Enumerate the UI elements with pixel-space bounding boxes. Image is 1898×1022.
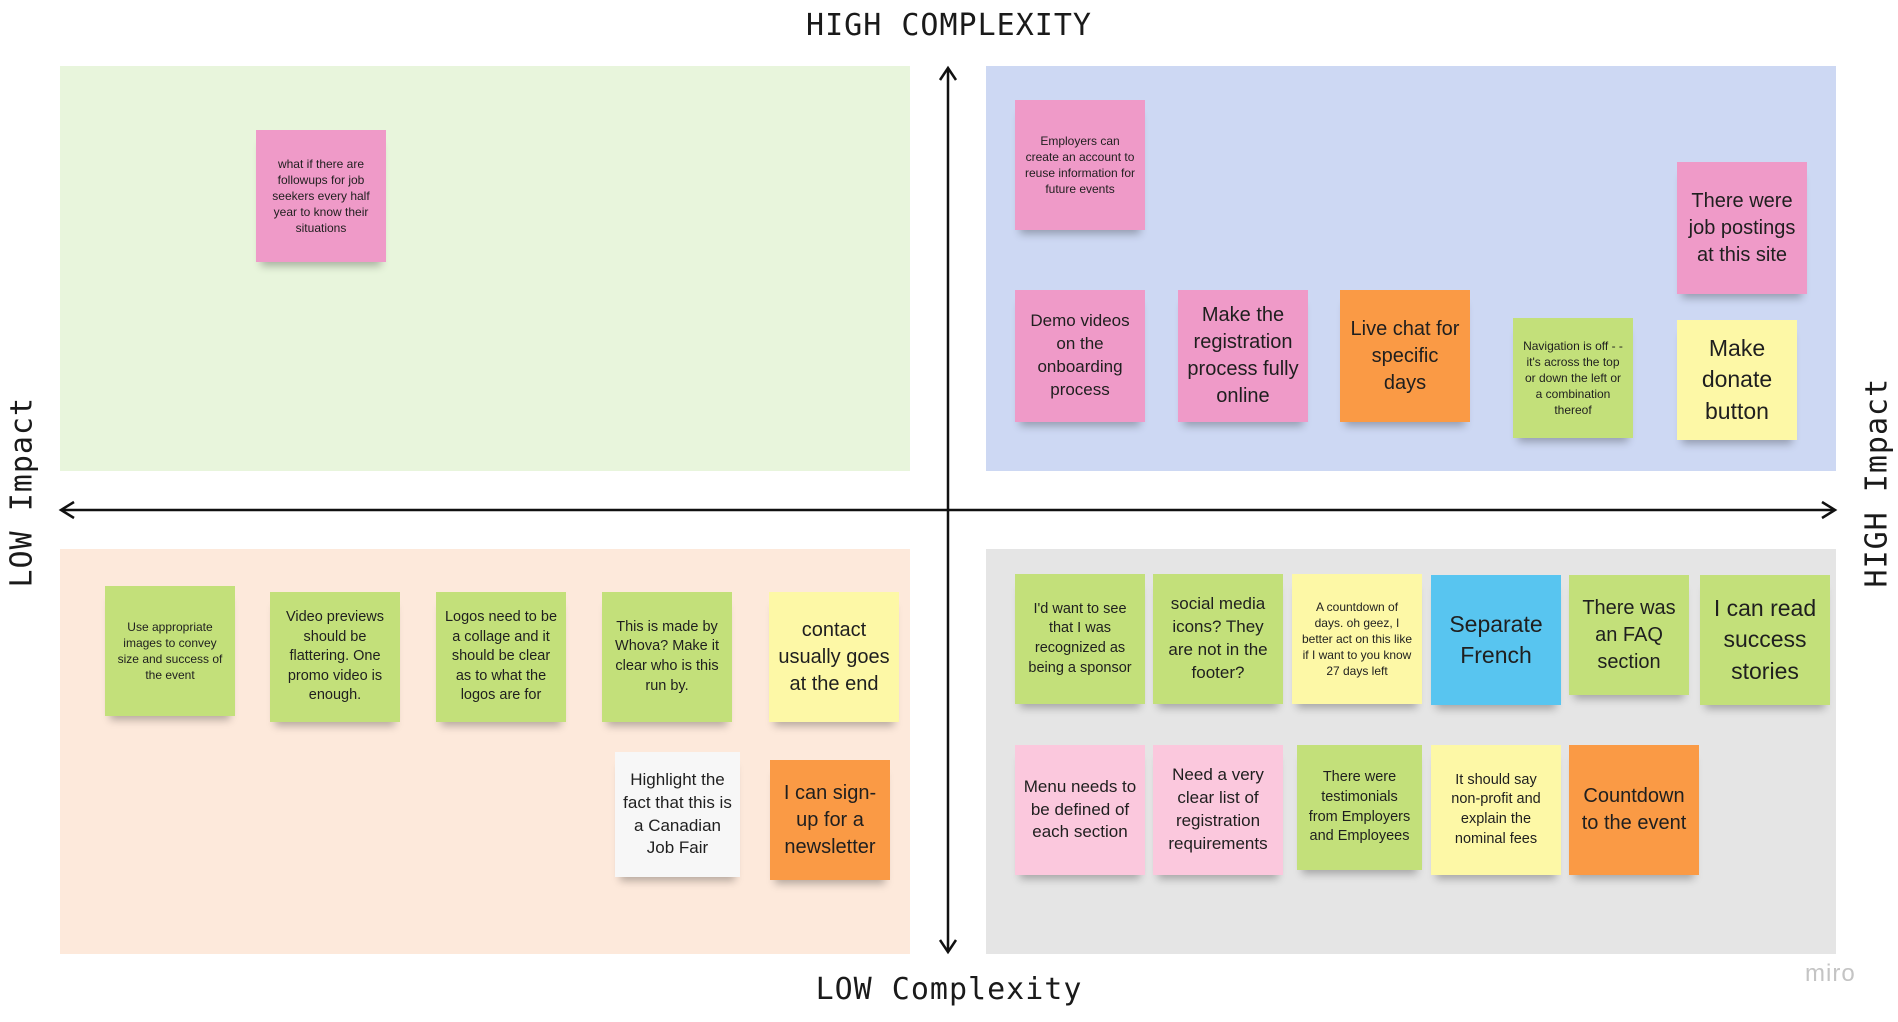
axis-label-high-complexity: HIGH COMPLEXITY: [806, 8, 1092, 43]
sticky-note[interactable]: Employers can create an account to reuse…: [1015, 100, 1145, 230]
sticky-note[interactable]: Countdown to the event: [1569, 745, 1699, 875]
sticky-note[interactable]: Use appropriate images to convey size an…: [105, 586, 235, 716]
sticky-note[interactable]: I can sign-up for a newsletter: [770, 760, 890, 880]
axis-label-low-complexity: LOW Complexity: [815, 972, 1083, 1007]
arrow-down-icon: [938, 939, 958, 955]
sticky-note[interactable]: Need a very clear list of registration r…: [1153, 745, 1283, 875]
arrow-right-icon: [1821, 500, 1838, 520]
sticky-note[interactable]: Navigation is off - - it's across the to…: [1513, 318, 1633, 438]
sticky-note[interactable]: Live chat for specific days: [1340, 290, 1470, 422]
sticky-note[interactable]: Highlight the fact that this is a Canadi…: [615, 752, 740, 877]
sticky-note[interactable]: I'd want to see that I was recognized as…: [1015, 574, 1145, 704]
sticky-note[interactable]: I can read success stories: [1700, 575, 1830, 705]
sticky-note[interactable]: social media icons? They are not in the …: [1153, 574, 1283, 704]
sticky-note[interactable]: Make donate button: [1677, 320, 1797, 440]
arrow-up-icon: [938, 65, 958, 81]
sticky-note[interactable]: Demo videos on the onboarding process: [1015, 290, 1145, 422]
sticky-note[interactable]: what if there are followups for job seek…: [256, 130, 386, 262]
sticky-note[interactable]: It should say non-profit and explain the…: [1431, 745, 1561, 875]
miro-watermark: miro: [1805, 960, 1856, 987]
sticky-note[interactable]: There was an FAQ section: [1569, 575, 1689, 695]
sticky-note[interactable]: Menu needs to be defined of each section: [1015, 745, 1145, 875]
sticky-note[interactable]: Video previews should be flattering. One…: [270, 592, 400, 722]
sticky-note[interactable]: A countdown of days. oh geez, I better a…: [1292, 574, 1422, 704]
sticky-note[interactable]: contact usually goes at the end: [769, 592, 899, 722]
sticky-note[interactable]: This is made by Whova? Make it clear who…: [602, 592, 732, 722]
quadrant-low-impact-high-complexity: [60, 66, 910, 471]
sticky-note[interactable]: Make the registration process fully onli…: [1178, 290, 1308, 422]
axis-label-low-impact: LOW Impact: [4, 396, 40, 588]
sticky-note[interactable]: Separate French: [1431, 575, 1561, 705]
sticky-note[interactable]: Logos need to be a collage and it should…: [436, 592, 566, 722]
axis-label-high-impact: HIGH Impact: [1859, 377, 1895, 588]
sticky-note[interactable]: There were testimonials from Employers a…: [1297, 745, 1422, 870]
arrow-left-icon: [58, 500, 75, 520]
sticky-note[interactable]: There were job postings at this site: [1677, 162, 1807, 294]
